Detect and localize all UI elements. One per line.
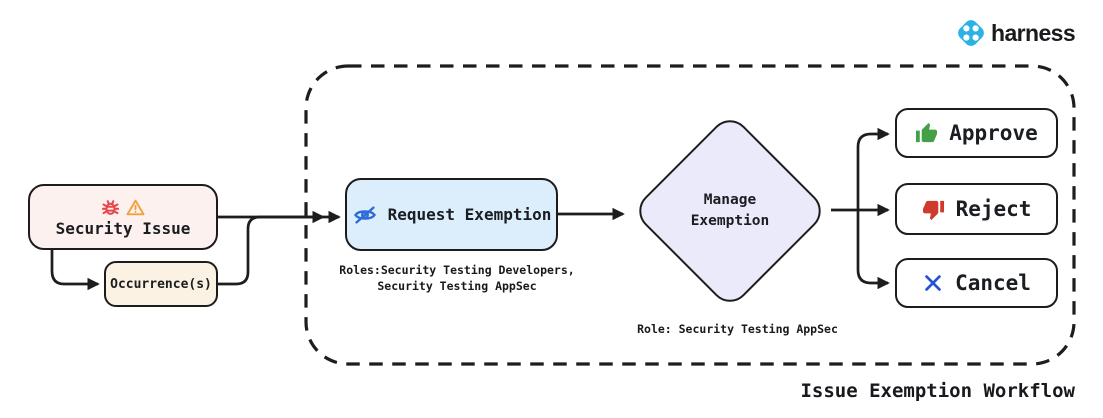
roles-note-line1: Roles:Security Testing Developers, xyxy=(339,263,575,277)
node-cancel: Cancel xyxy=(895,258,1058,308)
occurrences-label: Occurrence(s) xyxy=(110,276,212,292)
node-approve: Approve xyxy=(895,108,1058,158)
thumbs-up-icon xyxy=(916,122,938,142)
harness-logo: harness xyxy=(953,15,1076,51)
warning-icon xyxy=(126,199,145,215)
eye-off-icon xyxy=(353,205,376,224)
harness-logo-icon xyxy=(958,20,984,46)
reject-label: Reject xyxy=(955,197,1032,221)
manage-exemption-label: Manage Exemption xyxy=(630,111,830,311)
bug-icon xyxy=(101,199,120,215)
edge-security-to-occurrence xyxy=(50,250,100,291)
node-reject: Reject xyxy=(895,183,1058,235)
manage-exemption-label-line2: Exemption xyxy=(690,213,770,229)
edge-manage-to-cancel xyxy=(856,210,890,290)
workflow-boundary xyxy=(304,64,1076,366)
request-exemption-roles-note: Roles:Security Testing Developers, Secur… xyxy=(333,263,581,294)
manage-exemption-label-line1: Manage xyxy=(703,191,757,208)
thumbs-down-icon xyxy=(922,200,944,220)
edge-manage-to-approve xyxy=(856,127,890,210)
harness-wordmark: harness xyxy=(991,19,1076,46)
x-icon xyxy=(925,275,941,291)
diagram-title: Issue Exemption Workflow xyxy=(800,380,1075,402)
node-manage-exemption: Manage Exemption xyxy=(630,111,830,311)
node-occurrences: Occurrence(s) xyxy=(104,261,218,307)
node-request-exemption: Request Exemption xyxy=(345,178,558,251)
security-issue-icons xyxy=(100,196,146,218)
approve-label: Approve xyxy=(949,121,1038,145)
request-exemption-label: Request Exemption xyxy=(387,205,552,224)
security-issue-label: Security Issue xyxy=(55,219,191,238)
roles-note-line2: Security Testing AppSec xyxy=(377,278,537,293)
node-security-issue: Security Issue xyxy=(28,184,218,250)
edge-occurrence-to-request xyxy=(218,210,325,286)
manage-exemption-role-note: Role: Security Testing AppSec xyxy=(637,322,838,336)
cancel-label: Cancel xyxy=(955,271,1031,295)
